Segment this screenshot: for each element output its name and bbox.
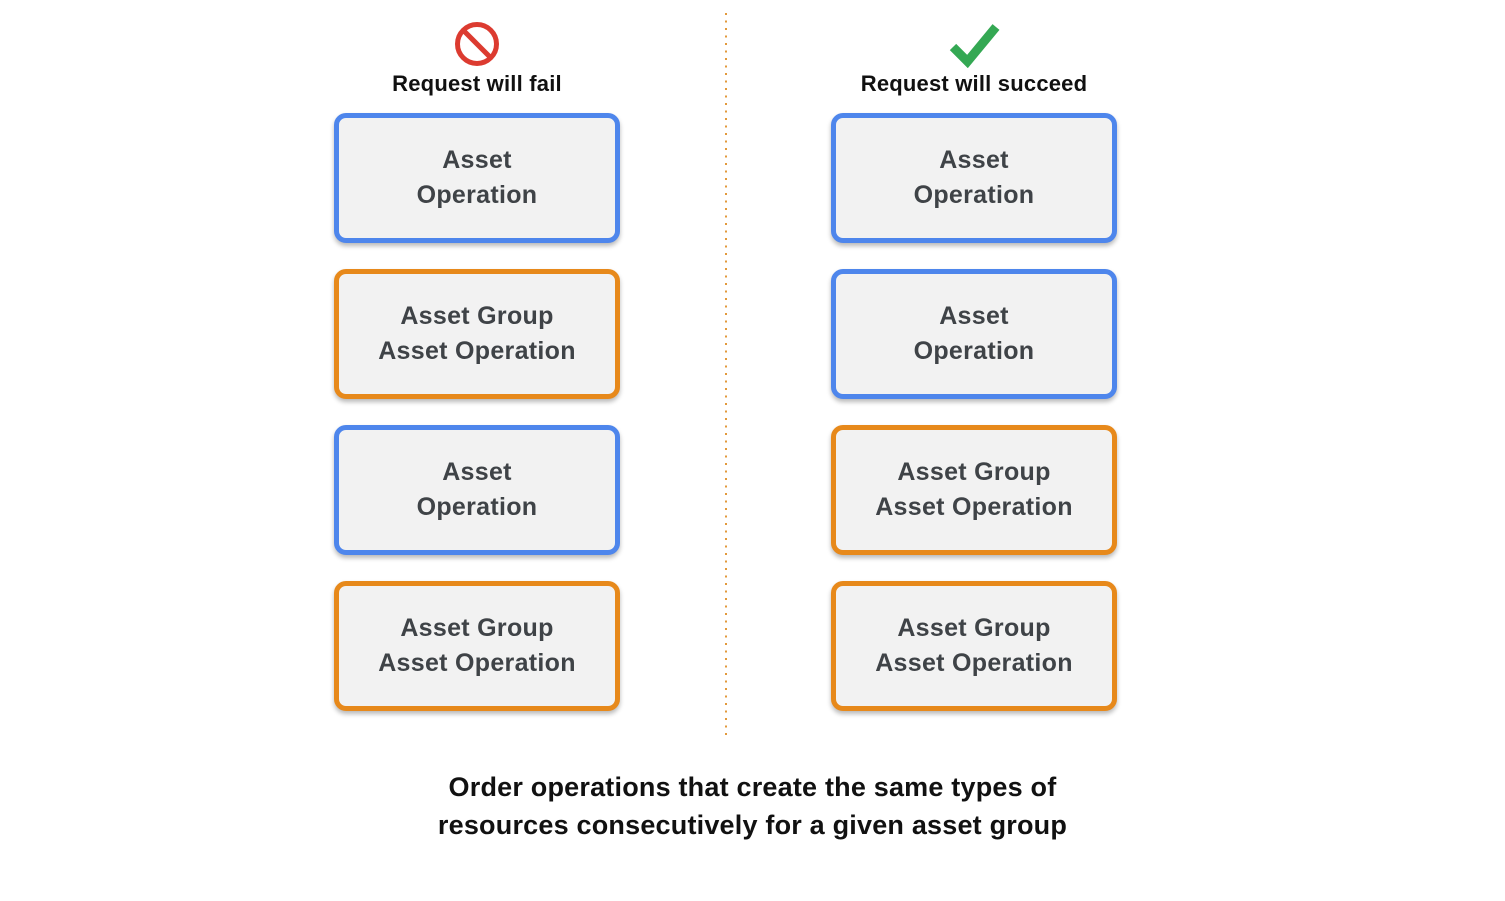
column-fail-title: Request will fail	[392, 71, 562, 96]
column-fail-header: Request will fail	[392, 0, 562, 113]
prohibited-icon	[454, 20, 500, 68]
caption: Order operations that create the same ty…	[437, 772, 1068, 840]
check-icon	[944, 20, 1004, 68]
dotted-divider	[725, 13, 727, 737]
column-succeed-header: Request will succeed	[861, 0, 1088, 113]
column-succeed-title: Request will succeed	[860, 71, 1088, 96]
